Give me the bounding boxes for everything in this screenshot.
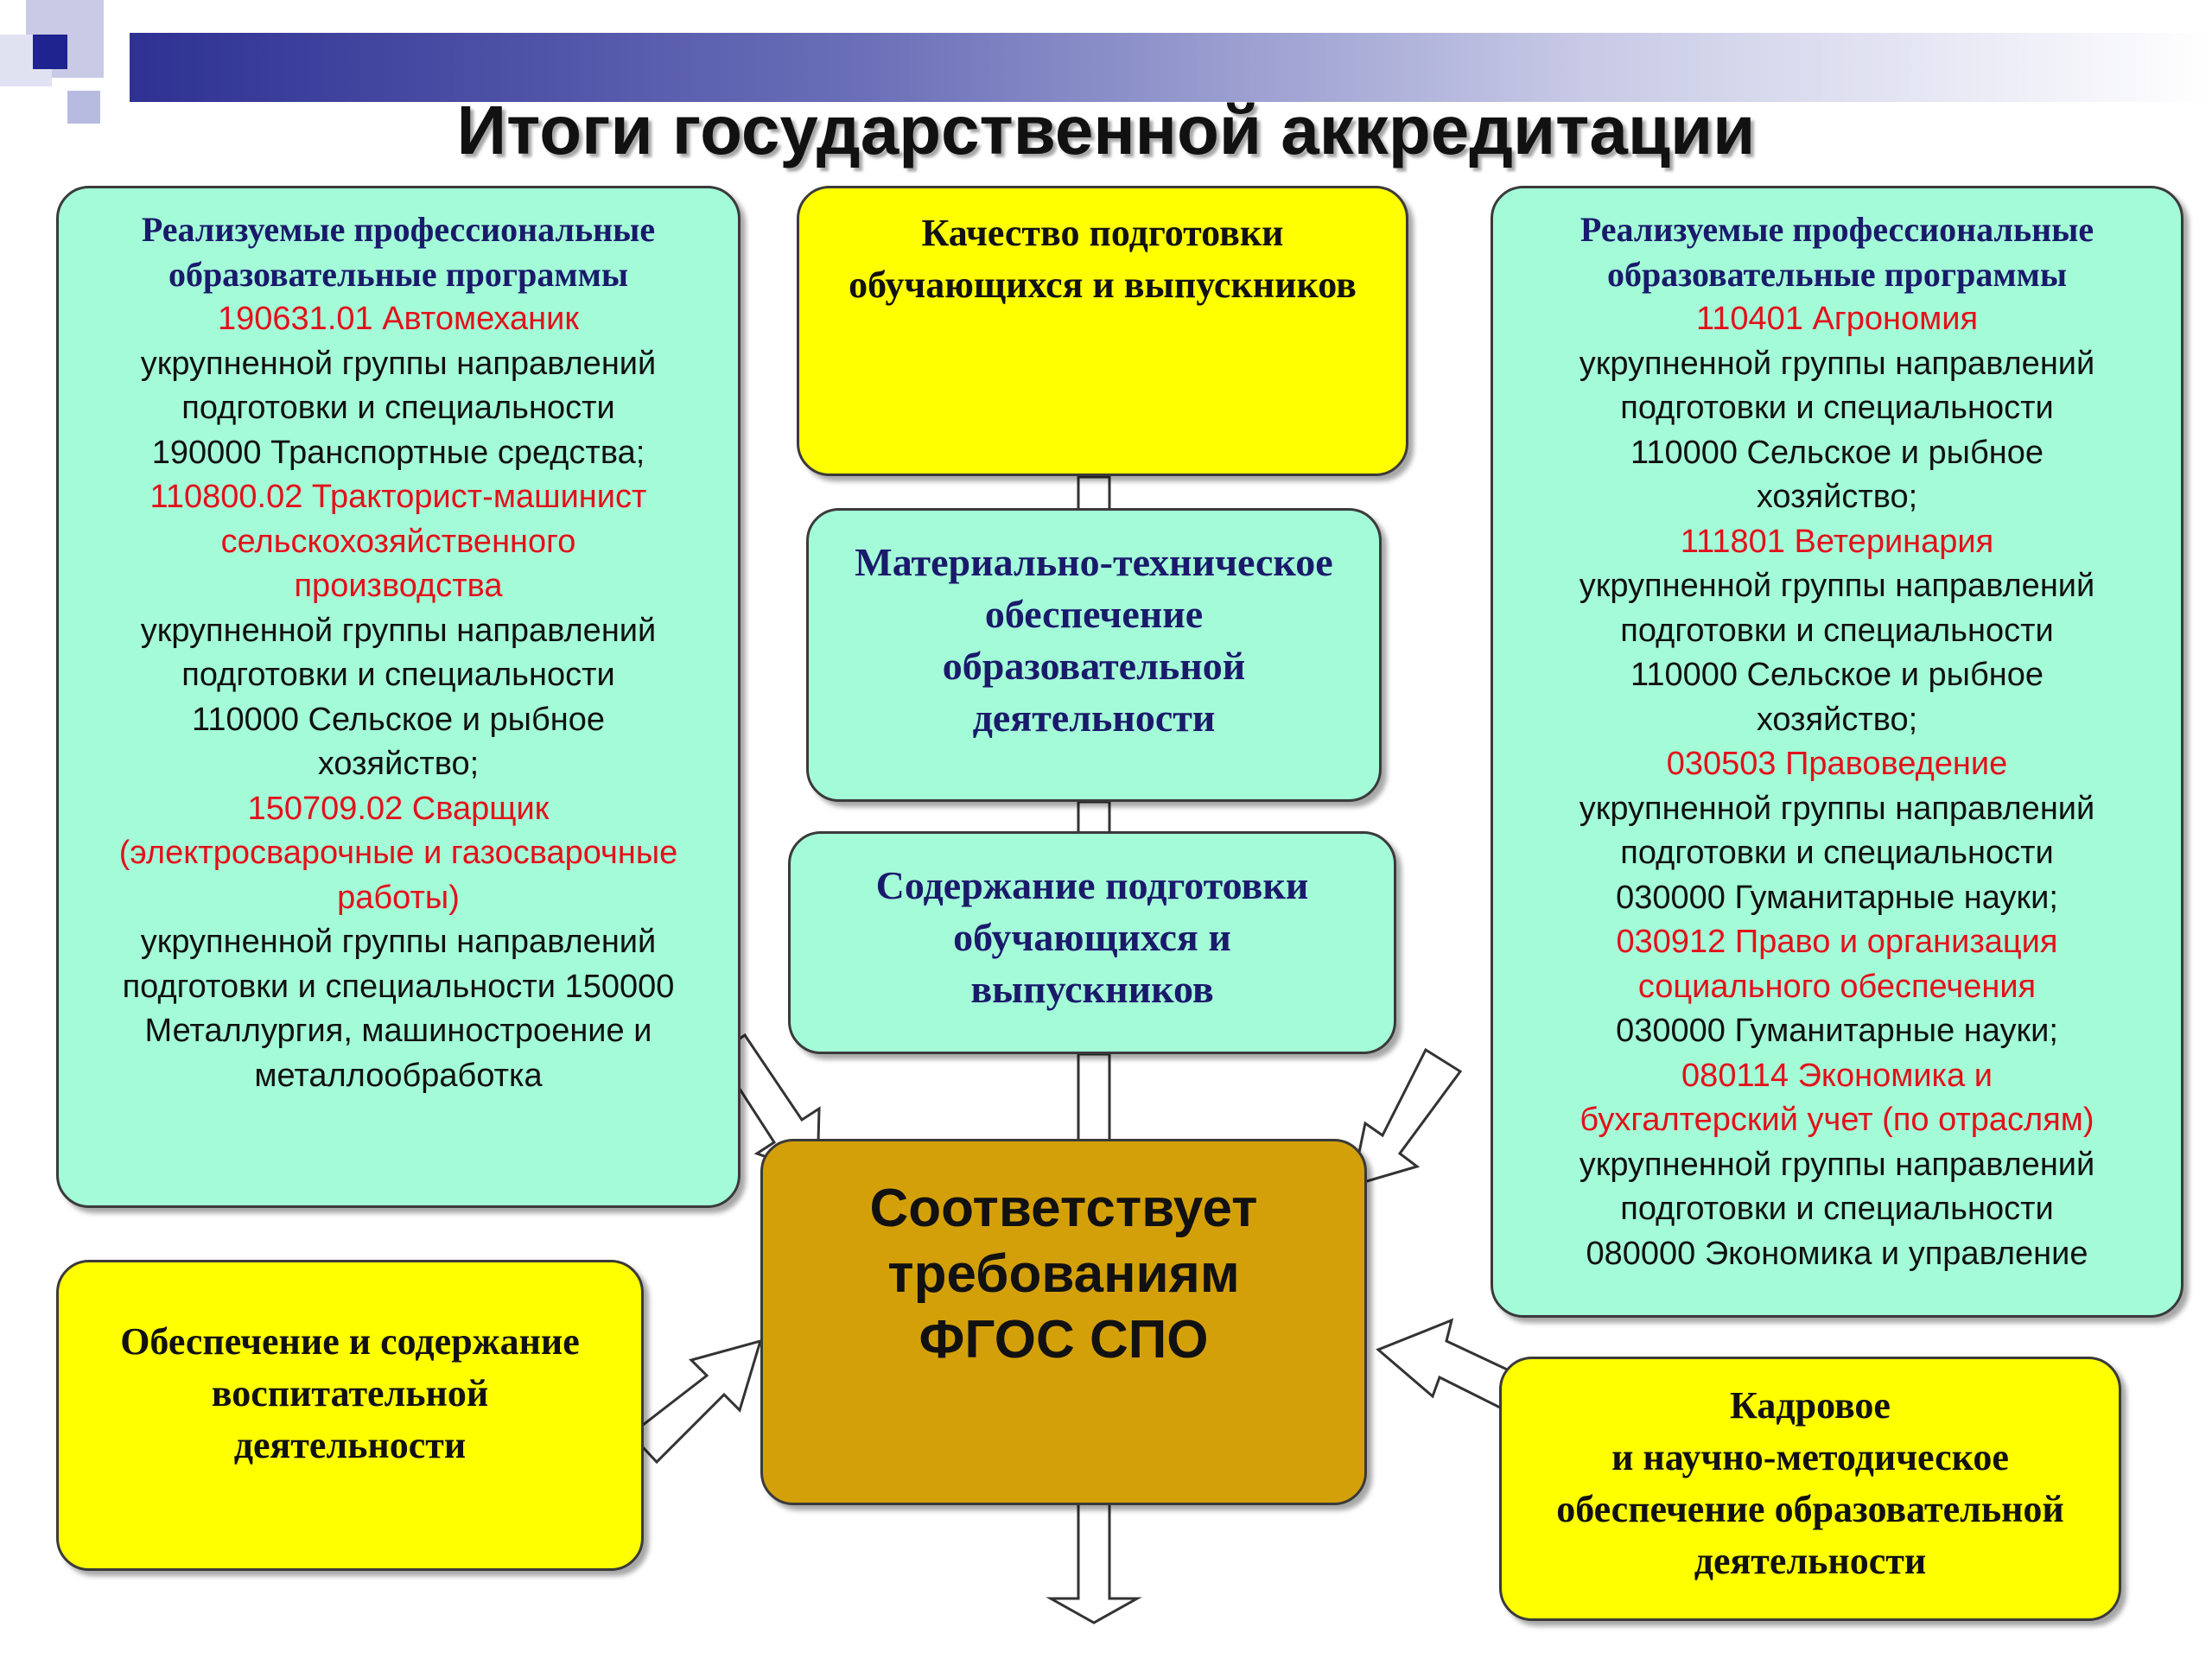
programs-left-line: 150709.02 Сварщик [247,790,550,827]
programs-right-line: укрупненной группы направлений [1579,790,2095,827]
programs-right-line: 111801 Ветеринария [1680,523,1994,560]
programs-left-line: укрупненной группы направлений [140,924,657,960]
programs-right-line: 110000 Сельское и рыбное [1630,657,2044,693]
programs-left-line: укрупненной группы направлений [140,612,657,649]
programs-right-line: укрупненной группы направлений [1579,568,2095,604]
down-arrow [1046,1502,1142,1624]
programs-left-heading-2: образовательные программы [168,255,629,294]
spine-segment-3 [1077,1052,1111,1142]
material-line-4: деятельности [972,696,1216,740]
result-line-1: Соответствует [869,1179,1258,1238]
quality-line-2: обучающихся и выпускников [849,264,1357,306]
programs-left-line: 110000 Сельское и рыбное [192,701,605,738]
education-line-1: Обеспечение и содержание [120,1320,580,1363]
educational-activity-box: Обеспечение и содержание воспитательной … [56,1260,644,1571]
result-line-2: требованиям [887,1244,1240,1304]
programs-right-heading-1: Реализуемые профессиональные [1580,210,2094,249]
staff-line-3: обеспечение образовательной [1556,1488,2064,1530]
programs-right-line: бухгалтерский учет (по отраслям) [1580,1102,2094,1138]
result-line-3: ФГОС СПО [918,1310,1209,1370]
result-box: Соответствует требованиям ФГОС СПО [760,1139,1367,1505]
staff-box-text: Кадровое и научно-методическое обеспечен… [1502,1380,2119,1587]
programs-right-line: 080000 Экономика и управление [1586,1235,2088,1272]
programs-right-line: подготовки и специальности [1620,390,2054,426]
programs-left-heading-1: Реализуемые профессиональные [141,210,656,249]
programs-right-line: хозяйство; [1756,701,1918,738]
programs-right-line: социального обеспечения [1637,968,2037,1005]
quality-line-1: Качество подготовки [921,212,1284,254]
programs-right-line: 030000 Гуманитарные науки; [1616,879,2058,916]
arrow-from-education [628,1338,763,1465]
content-line-3: выпускников [970,967,1214,1011]
programs-right-line: укрупненной группы направлений [1579,1146,2095,1183]
programs-left-line: подготовки и специальности [181,390,615,426]
programs-right-line: 080114 Экономика и [1681,1057,1993,1094]
programs-left-line: 190631.01 Автомеханик [218,301,579,337]
programs-right-line: подготовки и специальности [1620,1191,2054,1227]
quality-box-text: Качество подготовки обучающихся и выпуск… [799,207,1406,311]
programs-left-line: укрупненной группы направлений [140,345,657,382]
programs-left-line: 190000 Транспортные средства; [151,434,645,471]
programs-left-content: Реализуемые профессиональные образовател… [59,207,738,1098]
programs-box-right: Реализуемые профессиональные образовател… [1491,186,2183,1318]
programs-right-line: 110000 Сельское и рыбное [1630,434,2044,471]
programs-box-left: Реализуемые профессиональные образовател… [56,186,741,1208]
staff-line-1: Кадровое [1730,1384,1891,1427]
programs-right-line: хозяйство; [1756,479,1918,515]
programs-left-line: хозяйство; [317,746,480,782]
programs-right-line: 030912 Право и организация [1616,924,2058,960]
staff-line-4: деятельности [1694,1540,1927,1582]
programs-left-line: сельскохозяйственного [220,523,576,560]
programs-right-line: подготовки и специальности [1620,835,2054,871]
training-content-box: Содержание подготовки обучающихся и выпу… [788,831,1396,1054]
header-gradient-bar [130,33,2212,102]
programs-left-line: металлообработка [254,1057,543,1094]
material-line-3: образовательной [942,644,1246,688]
material-line-2: обеспечение [984,592,1204,636]
arrow-from-programs-right [1351,1047,1463,1188]
programs-left-list: 190631.01 Автомеханик укрупненной группы … [59,297,738,1098]
result-box-text: Соответствует требованиям ФГОС СПО [763,1176,1364,1373]
programs-left-line: работы) [337,879,460,916]
education-line-3: деятельности [233,1424,467,1466]
quality-box: Качество подготовки обучающихся и выпуск… [797,186,1408,476]
content-box-text: Содержание подготовки обучающихся и выпу… [791,860,1394,1015]
material-support-box: Материально-техническое обеспечение обра… [806,508,1382,802]
material-box-text: Материально-техническое обеспечение обра… [809,537,1379,744]
programs-right-line: 030503 Правоведение [1666,746,2008,782]
programs-left-line: подготовки и специальности 150000 [122,968,675,1005]
arrow-from-staff [1376,1318,1518,1413]
programs-left-line: 110800.02 Тракторист-машинист [149,479,647,515]
programs-right-content: Реализуемые профессиональные образовател… [1493,207,2181,1276]
programs-right-list: 110401 Агрономия укрупненной группы напра… [1493,297,2181,1276]
staff-support-box: Кадровое и научно-методическое обеспечен… [1499,1357,2121,1621]
content-line-2: обучающихся и [953,915,1231,959]
programs-left-line: Металлургия, машиностроение и [144,1013,652,1049]
programs-right-line: 110401 Агрономия [1695,301,1979,337]
programs-left-line: подготовки и специальности [181,657,615,693]
staff-line-2: и научно-методическое [1611,1436,2009,1478]
programs-left-line: (электросварочные и газосварочные [118,835,678,871]
programs-right-line: 030000 Гуманитарные науки; [1616,1013,2058,1049]
programs-left-line: производства [294,568,503,604]
page-title: Итоги государственной аккредитации [456,92,1756,168]
spine-segment-1 [1077,475,1111,513]
material-line-1: Материально-техническое [855,540,1333,584]
education-box-text: Обеспечение и содержание воспитательной … [59,1316,641,1471]
header-square-decoration [0,0,104,130]
education-line-2: воспитательной [211,1372,489,1414]
programs-right-heading-2: образовательные программы [1606,255,2068,294]
programs-right-line: укрупненной группы направлений [1579,345,2095,382]
programs-right-line: подготовки и специальности [1620,612,2054,649]
content-line-1: Содержание подготовки [875,863,1309,907]
